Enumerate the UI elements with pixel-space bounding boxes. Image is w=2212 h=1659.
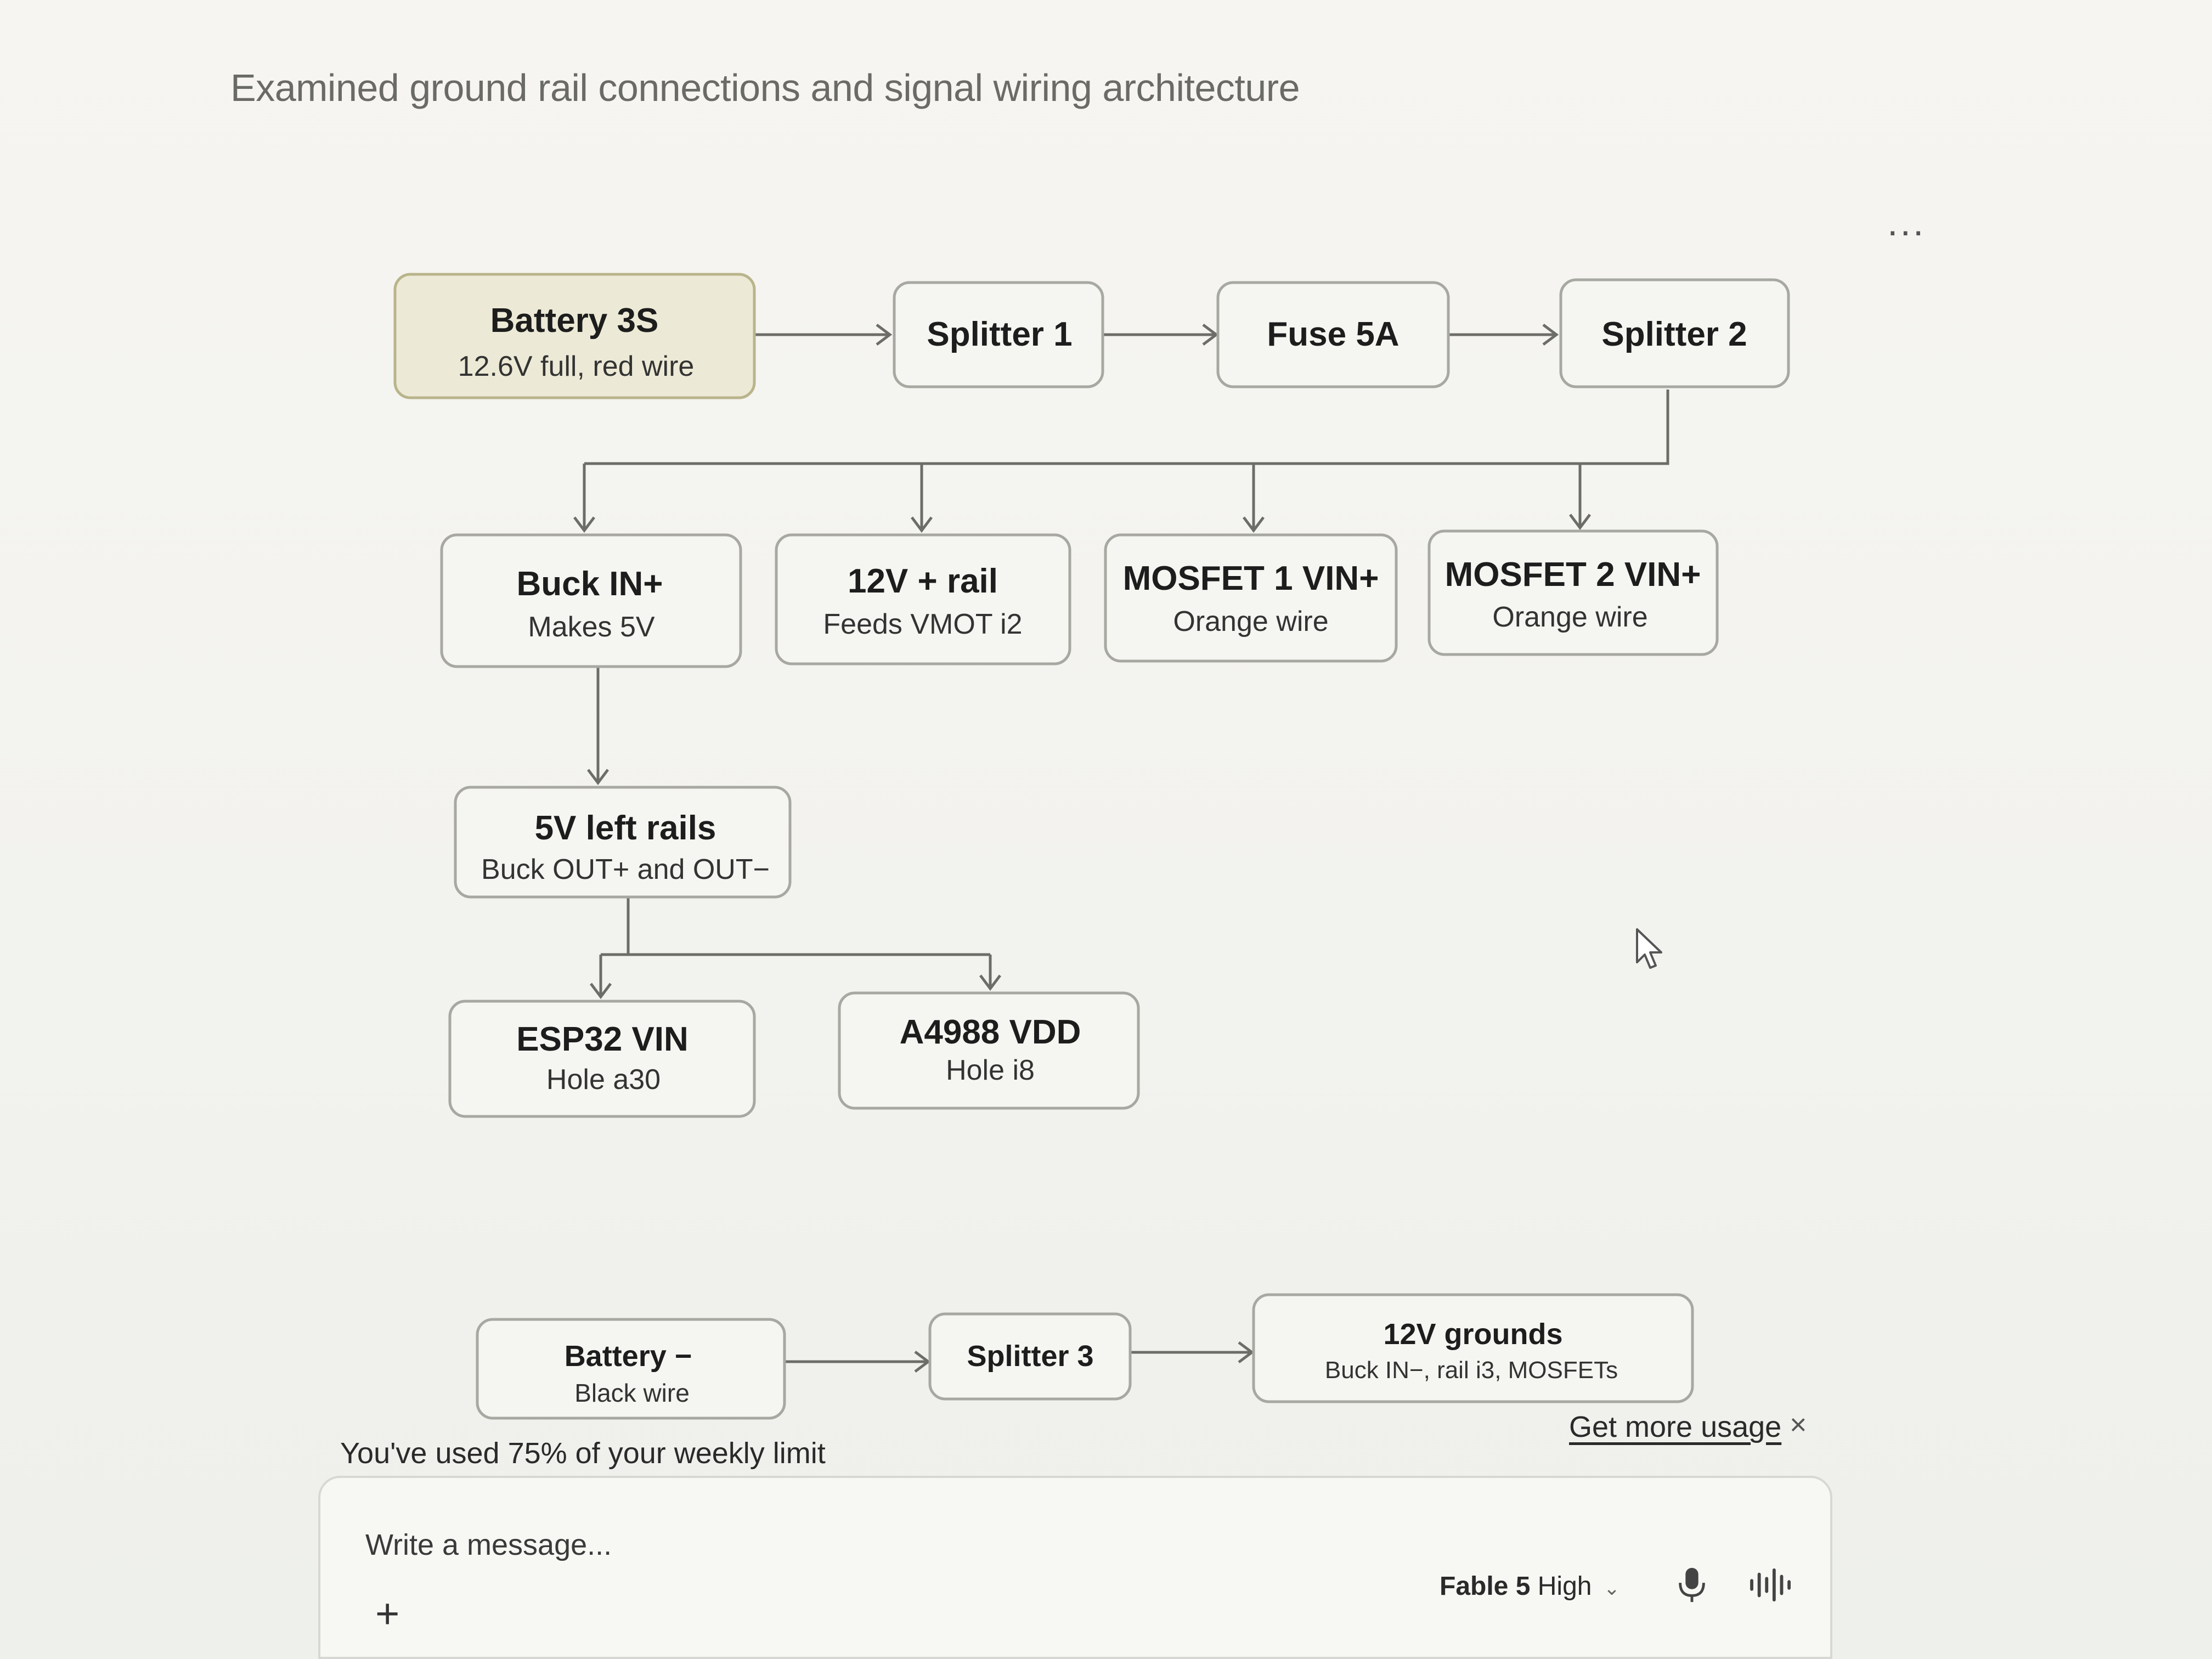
more-options-icon[interactable]: ... (1887, 201, 1926, 244)
wiring-flow-diagram: Battery 3S 12.6V full, red wire Splitter… (393, 273, 1790, 1420)
node-title: ESP32 VIN (516, 1020, 689, 1058)
microphone-icon[interactable] (1675, 1566, 1708, 1604)
node-subtitle: Buck IN−, rail i3, MOSFETs (1325, 1357, 1618, 1384)
arrowhead (979, 974, 1001, 991)
node-splitter-1[interactable]: Splitter 1 (893, 281, 1104, 388)
node-splitter-2[interactable]: Splitter 2 (1559, 278, 1790, 388)
model-selector[interactable]: Fable 5 High ⌄ (1440, 1571, 1620, 1601)
node-12v-rail[interactable]: 12V + rail Feeds VMOT i2 (775, 533, 1071, 665)
node-title: Buck IN+ (516, 565, 663, 603)
arrowhead (1238, 1341, 1255, 1363)
arrowhead (1202, 324, 1219, 346)
model-name: Fable 5 (1440, 1572, 1531, 1601)
node-subtitle: Buck OUT+ and OUT− (481, 854, 770, 885)
message-input[interactable] (364, 1527, 1354, 1562)
arrowhead (587, 769, 609, 786)
node-title: Splitter 3 (967, 1340, 1093, 1373)
node-esp32-vin[interactable]: ESP32 VIN Hole a30 (448, 1000, 756, 1118)
arrowhead (1243, 516, 1265, 533)
node-mosfet-2[interactable]: MOSFET 2 VIN+ Orange wire (1427, 529, 1719, 656)
node-title: Battery − (565, 1340, 692, 1373)
arrowhead (573, 516, 595, 533)
node-subtitle: Black wire (574, 1379, 690, 1407)
node-title: Splitter 1 (927, 315, 1072, 353)
node-battery-3s[interactable]: Battery 3S 12.6V full, red wire (393, 273, 756, 399)
arrowhead (590, 983, 612, 1000)
node-subtitle: 12.6V full, red wire (458, 351, 695, 382)
node-splitter-3[interactable]: Splitter 3 (928, 1312, 1132, 1401)
node-subtitle: Hole a30 (546, 1064, 661, 1096)
node-5v-left-rails[interactable]: 5V left rails Buck OUT+ and OUT− (454, 786, 792, 899)
edge-splitter2-bus (584, 390, 1669, 465)
node-fuse-5a[interactable]: Fuse 5A (1216, 281, 1450, 388)
node-title: Battery 3S (490, 302, 659, 340)
node-title: MOSFET 1 VIN+ (1123, 560, 1379, 597)
arrowhead (1542, 324, 1559, 346)
effort-level: High (1537, 1572, 1592, 1601)
mouse-pointer-icon (1636, 928, 1662, 969)
edge-rails5v-bus (627, 897, 990, 956)
node-battery-negative[interactable]: Battery − Black wire (476, 1318, 786, 1420)
plus-icon[interactable]: + (375, 1590, 400, 1637)
node-title: MOSFET 2 VIN+ (1445, 556, 1701, 594)
diagram-edges (573, 324, 1669, 1373)
node-title: A4988 VDD (900, 1013, 1081, 1051)
close-icon[interactable]: × (1790, 1408, 1807, 1441)
node-title: Fuse 5A (1267, 315, 1399, 353)
arrowhead (911, 516, 933, 533)
voice-waveform-icon[interactable] (1747, 1566, 1796, 1604)
node-a4988-vdd[interactable]: A4988 VDD Hole i8 (838, 991, 1140, 1110)
message-composer: + Fable 5 High ⌄ (318, 1476, 1832, 1659)
chevron-down-icon: ⌄ (1603, 1577, 1620, 1599)
node-subtitle: Orange wire (1492, 601, 1647, 633)
node-title: 12V grounds (1383, 1318, 1562, 1351)
node-title: 5V left rails (535, 809, 716, 847)
node-12v-grounds[interactable]: 12V grounds Buck IN−, rail i3, MOSFETs (1252, 1293, 1694, 1403)
node-subtitle: Orange wire (1173, 606, 1328, 637)
arrowhead (914, 1351, 931, 1373)
get-more-usage-link[interactable]: Get more usage (1569, 1410, 1782, 1443)
node-title: 12V + rail (848, 562, 998, 600)
thinking-summary-title[interactable]: Examined ground rail connections and sig… (230, 66, 1300, 109)
node-subtitle: Hole i8 (946, 1054, 1035, 1086)
arrowhead (876, 324, 893, 346)
node-mosfet-1[interactable]: MOSFET 1 VIN+ Orange wire (1104, 533, 1398, 663)
arrowhead (1569, 514, 1591, 531)
node-buck-in[interactable]: Buck IN+ Makes 5V (440, 533, 742, 668)
node-title: Splitter 2 (1601, 315, 1747, 353)
node-subtitle: Makes 5V (528, 611, 655, 643)
usage-limit-message: You've used 75% of your weekly limit (340, 1437, 826, 1470)
node-subtitle: Feeds VMOT i2 (823, 608, 1022, 640)
